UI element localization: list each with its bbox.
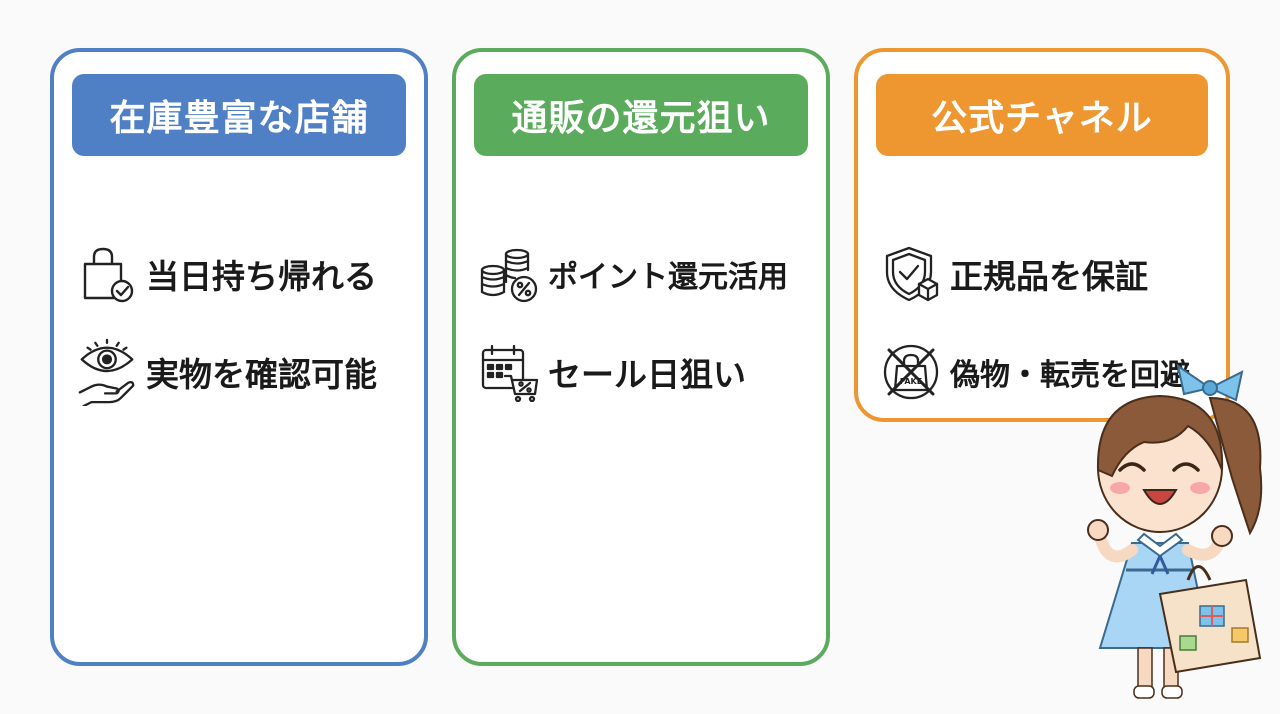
eye-hand-icon bbox=[74, 338, 140, 406]
list-item: 当日持ち帰れる bbox=[74, 244, 414, 304]
card-header: 通販の還元狙い bbox=[474, 74, 808, 156]
fake-text: FAKE bbox=[900, 377, 922, 386]
item-label: 実物を確認可能 bbox=[146, 355, 377, 394]
no-fake-icon: FAKE bbox=[878, 342, 944, 402]
card-store: 在庫豊富な店舗 当日持ち帰れる 実物を確認可能 bbox=[50, 48, 428, 666]
mascot-girl-illustration bbox=[1087, 363, 1263, 699]
item-label: 正規品を保証 bbox=[950, 257, 1148, 296]
card-online: 通販の還元狙い ポイント還元活用 bbox=[452, 48, 830, 666]
card-official: 公式チャネル 正規品を保証 FAKE 偽物・転売を回避 bbox=[854, 48, 1230, 422]
shield-check-icon bbox=[878, 244, 944, 304]
item-label: 偽物・転売を回避 bbox=[950, 358, 1190, 393]
item-label: ポイント還元活用 bbox=[548, 260, 788, 295]
list-item: セール日狙い bbox=[476, 342, 816, 402]
calendar-cart-icon bbox=[476, 342, 542, 402]
list-item: FAKE 偽物・転売を回避 bbox=[878, 342, 1216, 402]
card-header: 公式チャネル bbox=[876, 74, 1208, 156]
card-header: 在庫豊富な店舗 bbox=[72, 74, 406, 156]
list-item: 実物を確認可能 bbox=[74, 338, 414, 406]
coins-percent-icon bbox=[476, 244, 542, 304]
list-item: ポイント還元活用 bbox=[476, 244, 816, 304]
list-item: 正規品を保証 bbox=[878, 244, 1216, 304]
shopping-bag-check-icon bbox=[74, 244, 140, 304]
item-label: 当日持ち帰れる bbox=[146, 257, 377, 296]
item-label: セール日狙い bbox=[548, 355, 746, 394]
